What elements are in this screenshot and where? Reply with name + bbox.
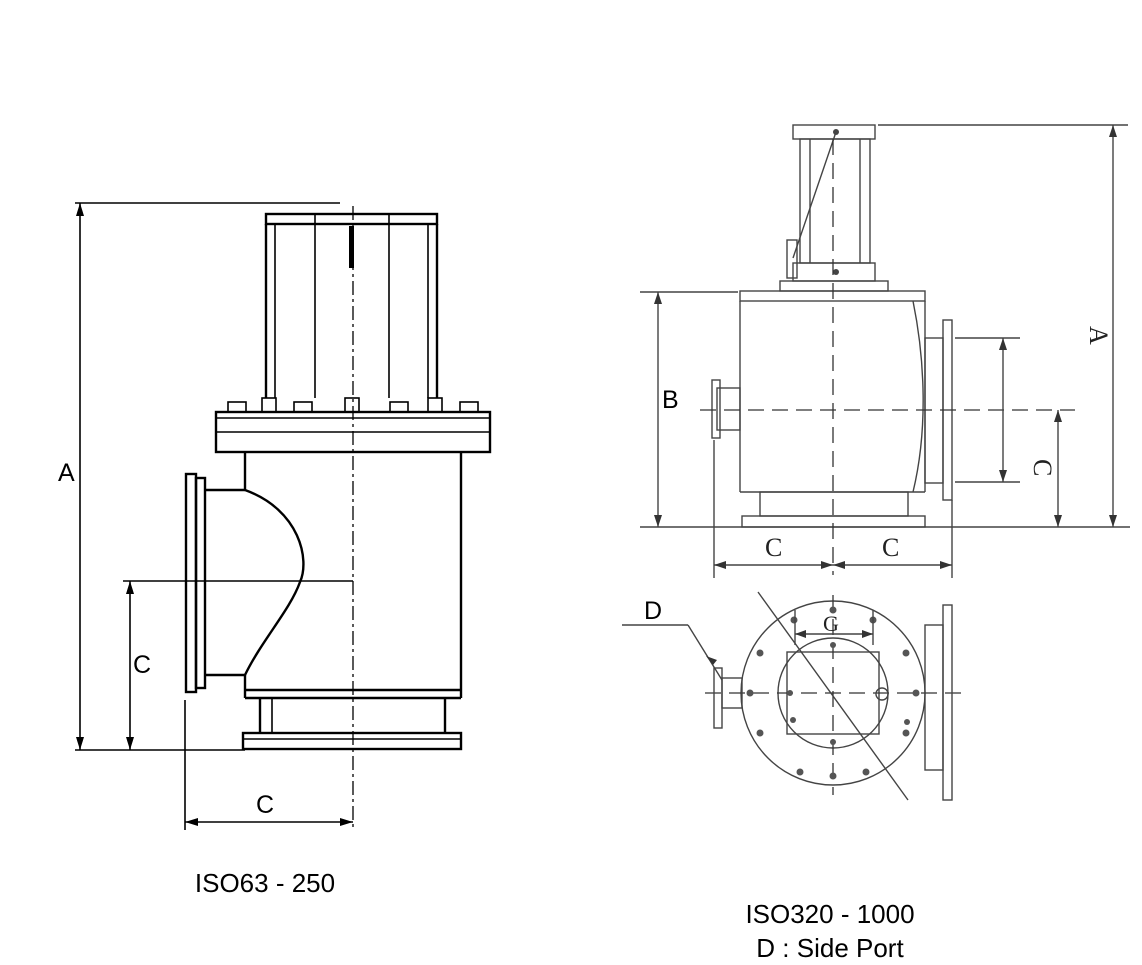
top-view-right-port [924,624,944,771]
d-leader-diagonal [687,624,723,681]
right-caption-line1: ISO320 - 1000 [745,899,915,929]
c-bottom-left-label: C [765,533,782,562]
left-port-flange [711,379,721,439]
a-arrow-top [76,203,84,216]
c-rotated-label: C [1028,459,1057,476]
g-label: G [823,611,839,636]
port-curve [243,488,305,676]
right-caption-line2: D : Side Port [756,933,904,963]
top-view: G D [622,591,965,801]
a-arrow-bottom [76,737,84,750]
position-indicator [349,226,354,268]
right-caption: ISO320 - 1000 D : Side Port [700,897,960,965]
bottom-flange [241,731,463,751]
bolt-holes [746,606,920,780]
right-valve-drawing: A B [622,124,1130,801]
left-valve-drawing: A [58,202,492,830]
actuator-top-plate [264,212,439,226]
left-port-tube [716,387,741,431]
a-rotated-label: A [1084,326,1113,345]
a-label: A [58,459,75,487]
rotation-indicator-line [757,591,909,801]
actuator-rod [792,131,837,259]
body-bottom [759,491,909,517]
c-horizontal-label: C [256,791,274,819]
c-bottom-right-label: C [882,533,899,562]
d-label: D [644,597,662,625]
c-vertical-label: C [133,651,151,679]
left-caption: ISO63 - 250 [194,868,336,898]
flange-bolts [227,397,479,413]
switch-bracket [786,239,798,279]
side-port-flange [184,472,198,694]
b-label: B [662,386,679,414]
